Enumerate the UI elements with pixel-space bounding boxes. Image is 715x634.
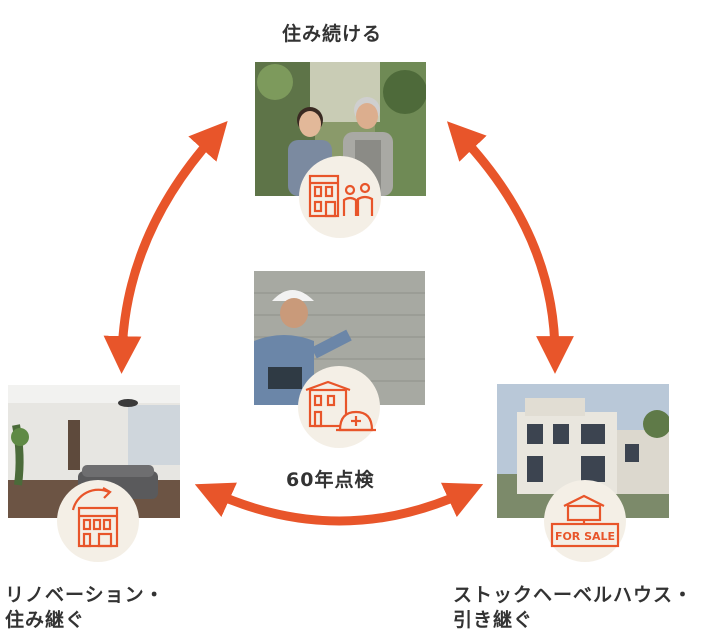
arrow-bottom [194, 482, 484, 526]
badge-left [57, 480, 139, 562]
badge-top [299, 156, 381, 238]
label-right-line2: 引き継ぐ [453, 609, 534, 631]
photo-inspector [254, 271, 425, 405]
label-right-line1: ストックヘーベルハウス・ [453, 584, 694, 606]
label-left-line1: リノベーション・ [5, 584, 165, 606]
arrow-top-left [103, 120, 228, 374]
label-top: 住み続ける [282, 23, 383, 45]
photo-couple [255, 62, 426, 196]
label-center: 60年点検 [286, 469, 375, 491]
for-sale-sign-text: FOR SALE [555, 530, 615, 543]
badge-center [298, 366, 380, 448]
label-left-line2: 住み継ぐ [5, 609, 86, 631]
arrow-top-right [446, 121, 574, 374]
house-renovation-cycle-icon [71, 487, 119, 548]
house-and-inspector-helmet-icon [305, 380, 376, 432]
photo-house [497, 384, 669, 518]
house-and-couple-icon [308, 174, 374, 218]
house-for-sale-sign-icon: FOR SALE [550, 494, 620, 548]
badge-right: FOR SALE [544, 480, 626, 562]
